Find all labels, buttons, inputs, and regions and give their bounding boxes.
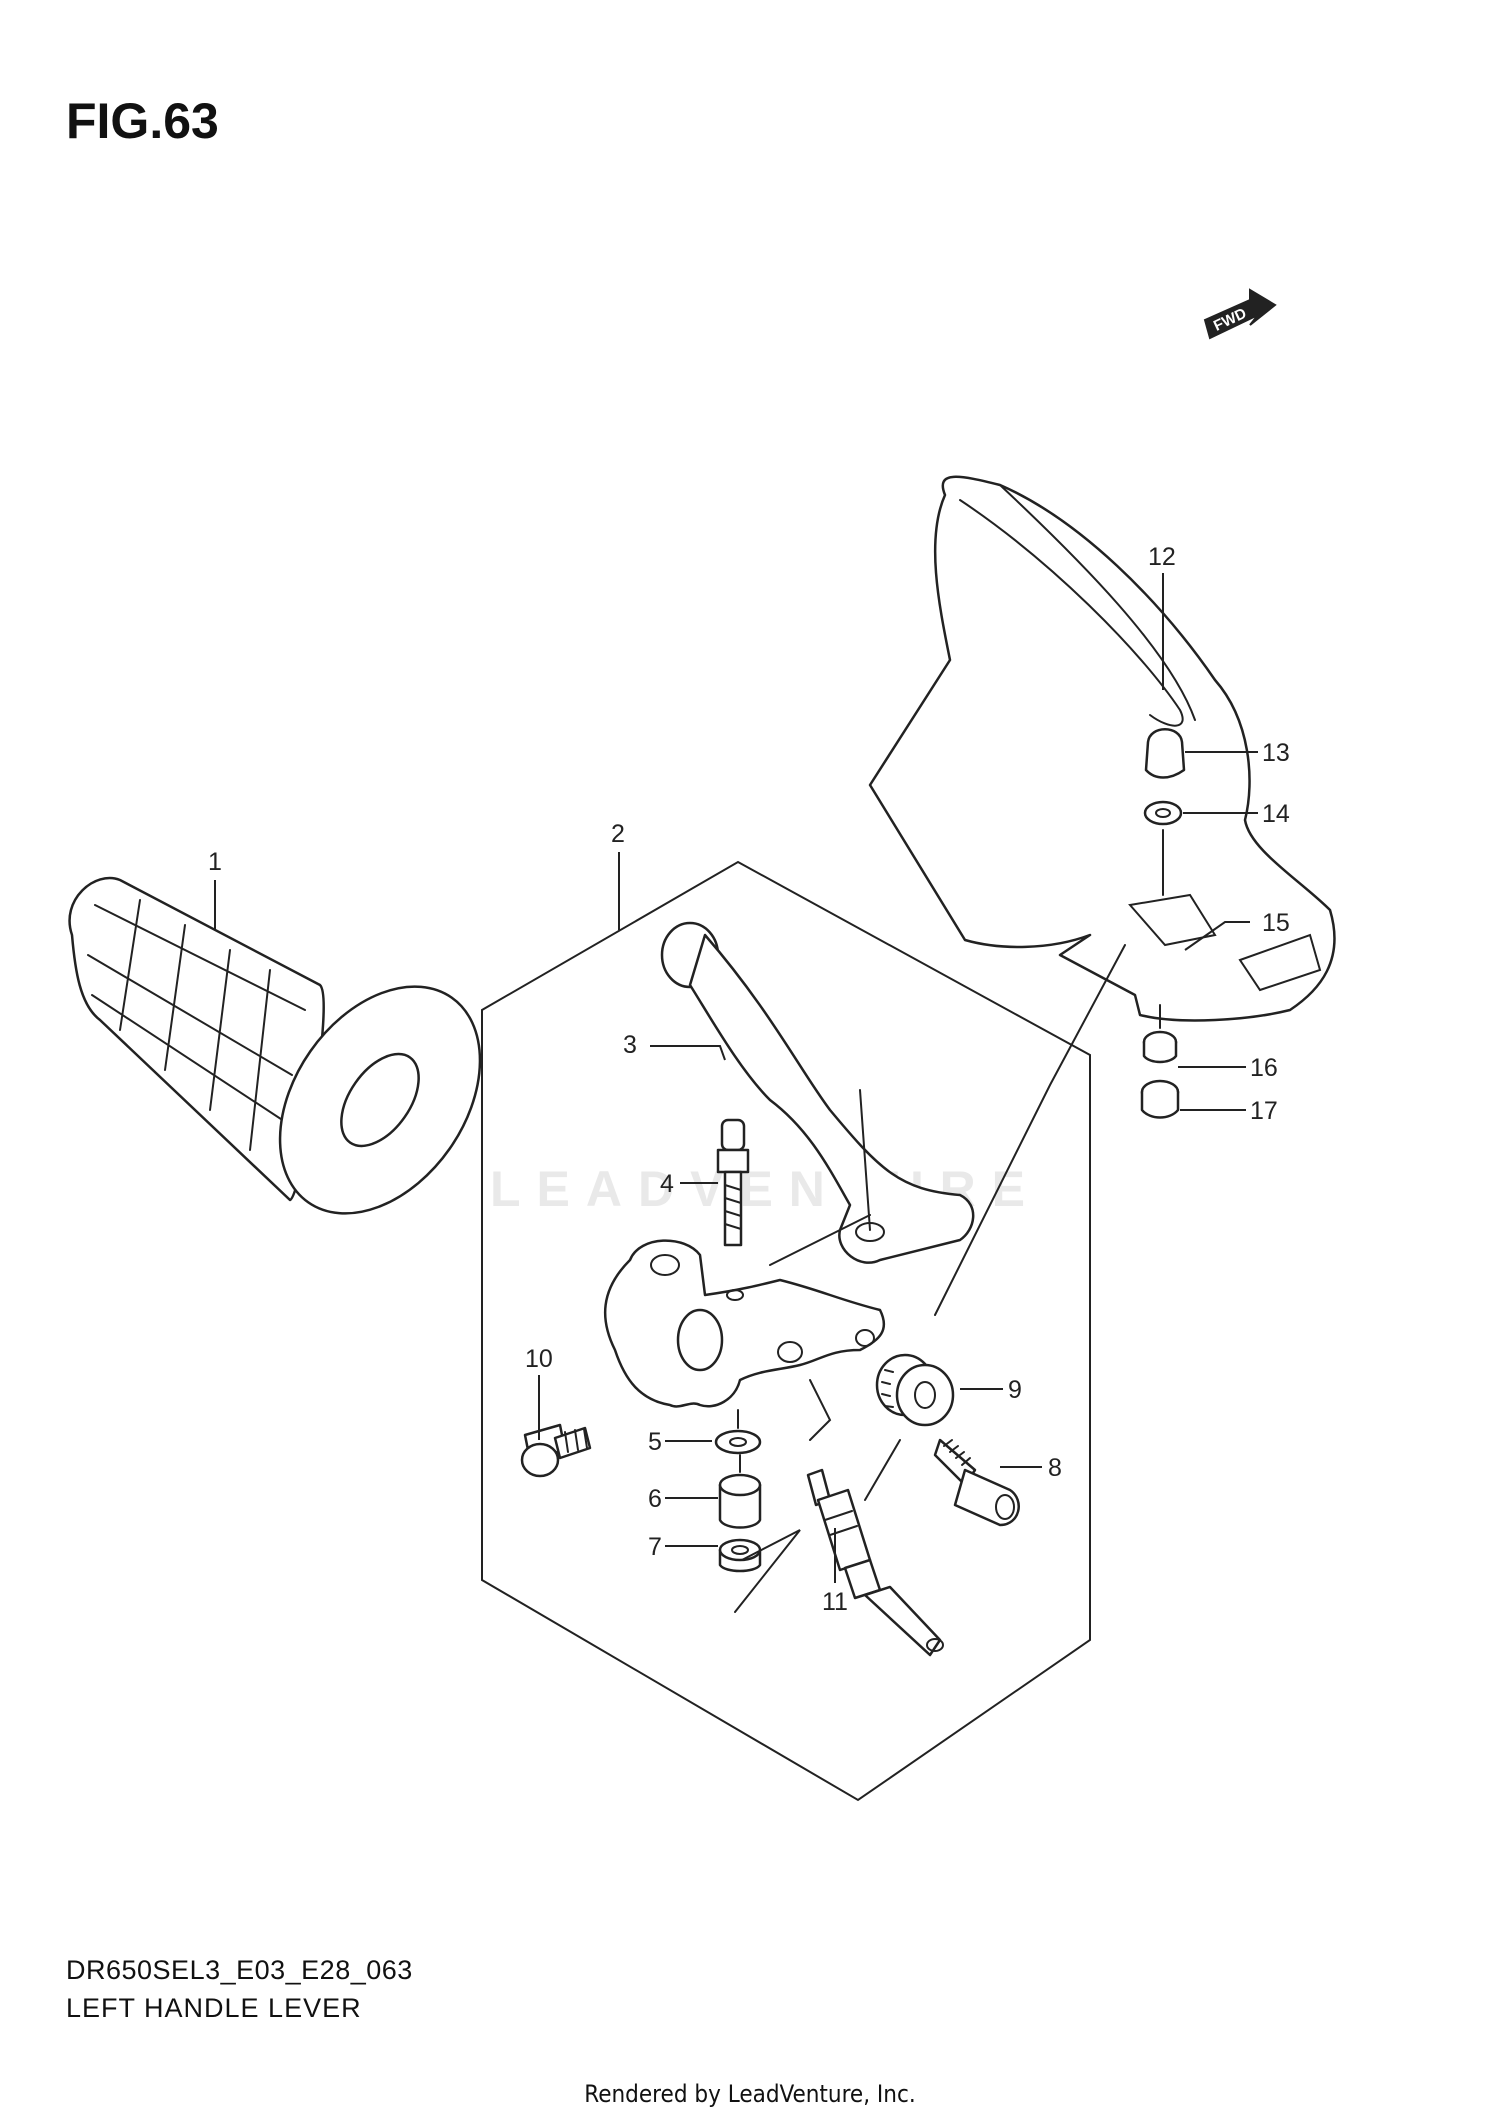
callout-9: 9 (1008, 1376, 1022, 1404)
callout-13: 13 (1262, 739, 1290, 767)
callout-4: 4 (660, 1170, 674, 1198)
figure-name: LEFT HANDLE LEVER (66, 1993, 362, 2023)
callout-2: 2 (611, 820, 625, 848)
clamp-bolt-part (520, 1423, 592, 1478)
switch-cable-part (806, 1468, 944, 1657)
adjuster-bolt-part (933, 1438, 1020, 1527)
callout-8: 8 (1048, 1454, 1062, 1482)
assembly-outline (481, 860, 1091, 1802)
small-parts-right (1140, 728, 1186, 1119)
callout-6: 6 (648, 1485, 662, 1513)
adjuster-nut-part (875, 1353, 955, 1427)
assembly-lines (734, 944, 1126, 1613)
callout-14: 14 (1262, 800, 1290, 828)
lever-holder-part (604, 1239, 886, 1408)
hand-guard-part (868, 475, 1336, 1022)
pivot-bolt-part (716, 1118, 750, 1247)
washer-collar-nut-parts (714, 1409, 762, 1573)
figure-code: DR650SEL3_E03_E28_063 (66, 1955, 413, 1985)
callout-3: 3 (623, 1031, 637, 1059)
callout-7: 7 (648, 1533, 662, 1561)
callout-12: 12 (1148, 543, 1176, 571)
fwd-arrow-icon: FWD (1203, 288, 1277, 340)
callout-5: 5 (648, 1428, 662, 1456)
callout-1: 1 (208, 848, 222, 876)
callout-11: 11 (822, 1588, 848, 1616)
callout-10: 10 (525, 1345, 553, 1373)
render-credit: Rendered by LeadVenture, Inc. (584, 2080, 916, 2108)
figure-title: FIG.63 (66, 93, 219, 149)
lever-part (660, 921, 975, 1264)
callout-numbers: 1 2 3 4 5 6 7 8 9 10 11 12 13 14 15 16 1… (208, 543, 1290, 1616)
callout-16: 16 (1250, 1054, 1278, 1082)
callout-17: 17 (1250, 1097, 1278, 1125)
grip-part (68, 876, 482, 1215)
callout-15: 15 (1262, 909, 1290, 937)
callout-leaders (214, 573, 1258, 1583)
